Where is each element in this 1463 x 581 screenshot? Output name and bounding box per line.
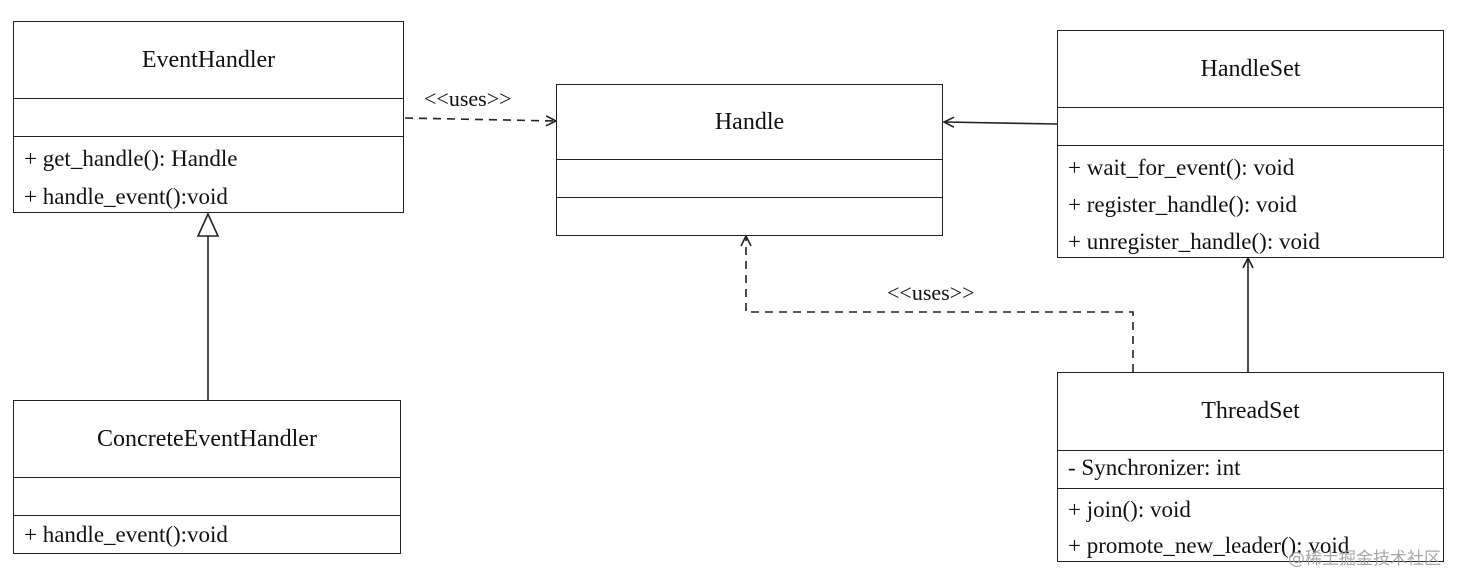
- class-event-handler[interactable]: EventHandler + get_handle(): Handle + ha…: [13, 21, 404, 213]
- attributes-compartment: [14, 99, 403, 137]
- operations-compartment: + handle_event():void: [14, 516, 400, 554]
- operations-compartment: [557, 198, 942, 204]
- class-name: ThreadSet: [1058, 373, 1443, 451]
- operation: + wait_for_event(): void: [1068, 155, 1295, 180]
- dependency-eventhandler-handle: [404, 118, 556, 121]
- uses-label-bottom: <<uses>>: [887, 280, 975, 305]
- class-name: Handle: [557, 85, 942, 160]
- operation: + promote_new_leader(): void: [1068, 533, 1350, 558]
- operation: + get_handle(): Handle: [24, 146, 238, 171]
- class-concrete-event-handler[interactable]: ConcreteEventHandler + handle_event():vo…: [13, 400, 401, 554]
- class-name: ConcreteEventHandler: [14, 401, 400, 478]
- class-thread-set[interactable]: ThreadSet - Synchronizer: int + join(): …: [1057, 372, 1444, 562]
- operations-compartment: + join(): void + promote_new_leader(): v…: [1058, 489, 1443, 567]
- uses-label-left: <<uses>>: [424, 86, 512, 111]
- class-name: HandleSet: [1058, 31, 1443, 108]
- watermark-text: @稀土掘金技术社区: [1288, 549, 1441, 569]
- operation: + register_handle(): void: [1068, 192, 1297, 217]
- class-handle[interactable]: Handle: [556, 84, 943, 236]
- association-handleset-handle: [944, 122, 1058, 124]
- class-name: EventHandler: [14, 22, 403, 99]
- operation: + handle_event():void: [24, 184, 228, 209]
- attributes-compartment: - Synchronizer: int: [1058, 451, 1443, 489]
- attributes-compartment: [14, 478, 400, 516]
- operation: + join(): void: [1068, 497, 1191, 522]
- class-handle-set[interactable]: HandleSet + wait_for_event(): void + reg…: [1057, 30, 1444, 258]
- operation: + handle_event():void: [24, 522, 228, 547]
- attributes-compartment: [1058, 108, 1443, 146]
- attributes-compartment: [557, 160, 942, 198]
- attribute: - Synchronizer: int: [1068, 455, 1241, 480]
- operations-compartment: + get_handle(): Handle + handle_event():…: [14, 137, 403, 219]
- operations-compartment: + wait_for_event(): void + register_hand…: [1058, 146, 1443, 263]
- operation: + unregister_handle(): void: [1068, 229, 1320, 254]
